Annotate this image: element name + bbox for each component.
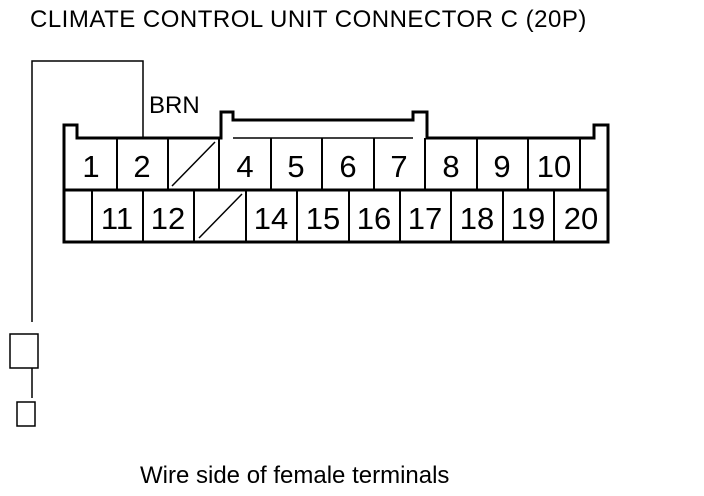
terminal-label: 17 [408,201,442,236]
terminal-label: 15 [306,201,340,236]
terminal-label: 5 [287,149,304,184]
terminal-label: 20 [564,201,598,236]
terminal-label: 11 [101,201,133,236]
wire-color-label: BRN [149,92,200,119]
diagram-caption: Wire side of female terminals [140,462,450,489]
terminal-label: 6 [339,149,356,184]
terminal-label: 4 [236,149,253,184]
brn-wire [9,60,144,427]
cavity-dividers [91,138,581,242]
terminal-label: 9 [493,149,510,184]
terminal-label: 1 [82,149,99,184]
terminal-label: 2 [133,149,150,184]
bottom-row-terminals: 11 12 14 15 16 17 18 19 20 [101,201,598,236]
terminal-label: 12 [151,201,185,236]
top-row-terminals: 1 2 4 5 6 7 8 9 10 [82,149,571,184]
terminal-label: 19 [511,201,545,236]
terminal-label: 14 [254,201,288,236]
diagram-title: CLIMATE CONTROL UNIT CONNECTOR C (20P) [30,6,587,33]
terminal-label: 7 [390,149,407,184]
terminal-label: 10 [537,149,571,184]
terminal-label: 18 [460,201,494,236]
empty-cavity-marks [171,141,243,239]
terminal-label: 16 [357,201,391,236]
terminal-label: 8 [442,149,459,184]
